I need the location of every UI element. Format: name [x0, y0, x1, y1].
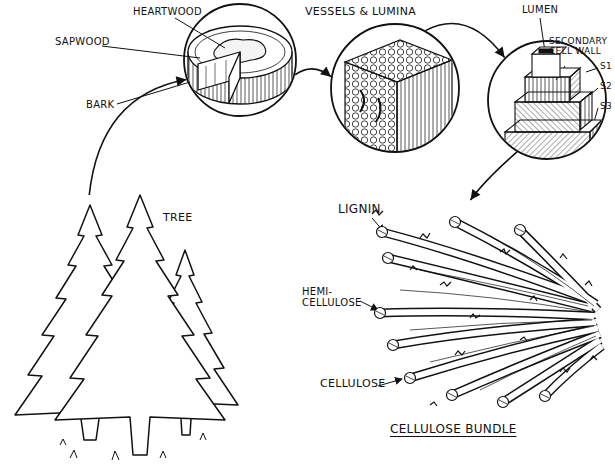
- cellulose-fibres-part: [380, 222, 602, 402]
- wood-disc-circle-border: [184, 4, 296, 116]
- cellulose-bundle: LIGNIN HEMI- CELLULOSE CELLULOSE CELLULOSE …: [300, 200, 610, 445]
- cell-wall-layers-part: [525, 77, 570, 102]
- part-label: HEARTWOOD: [133, 6, 202, 17]
- cellulose-fibres-part-part: [440, 282, 451, 286]
- cellulose-fibres-part-part: [410, 320, 592, 330]
- cellulose-fibres-part-part: [530, 296, 537, 301]
- cellulose-fibres-part-part: [420, 270, 588, 306]
- vessel-block-part: [345, 62, 397, 160]
- cellulose-fibres-part-part: [455, 351, 465, 355]
- cell-wall-layers: [505, 47, 602, 172]
- cellulose-fibres-part-part: [590, 356, 597, 360]
- cellulose-fibres-part-part: [388, 258, 592, 308]
- vessel-circle: VESSELS & LUMINA: [330, 23, 460, 153]
- cellulose-fibres-part-part: [380, 312, 594, 316]
- leader-lines: [102, 18, 598, 386]
- pine-trees-part: [55, 195, 225, 455]
- cellulose-fibres-part-part: [400, 290, 590, 312]
- tree-group: TREE: [15, 195, 240, 457]
- cellulose-fibres-part-part: [382, 232, 590, 300]
- cell-wall-layers-part: [590, 120, 602, 172]
- part-label: S2: [600, 82, 612, 92]
- flow-arrow: [89, 76, 186, 195]
- cellulose-fibres-part-part: [490, 236, 594, 306]
- cellulose-fibres-part: [375, 217, 551, 408]
- cell-wall-layers-part: [532, 54, 560, 77]
- part-label: HEMI- CELLULOSE: [302, 286, 372, 308]
- cellulose-fibres-part-part: [420, 233, 430, 238]
- arrow-line: [89, 79, 186, 195]
- cellulose-fibres-part-part: [585, 281, 592, 286]
- cellulose-fibres: [372, 210, 602, 408]
- cellulose-fibres-part: [372, 210, 597, 406]
- part-label: S3: [600, 102, 612, 112]
- leader-lines-part: [175, 18, 225, 48]
- cellulose-fibres-part-part: [430, 402, 437, 406]
- cellulose-fibres-part-part: [560, 368, 570, 372]
- cellulose-fibres-part-part: [410, 266, 417, 270]
- cell-wall-circle-border: [488, 41, 606, 159]
- pine-trees-part: [60, 433, 206, 460]
- wood-disc-part: [206, 60, 226, 88]
- arrow-head: [176, 76, 187, 86]
- part-label: TREE: [163, 212, 192, 224]
- leader-lines-part: [117, 82, 190, 104]
- arrow-head: [471, 189, 481, 200]
- part-label: BARK: [86, 99, 114, 110]
- part-label: VESSELS & LUMINA: [305, 6, 416, 18]
- vessel-circle-border: [331, 24, 459, 152]
- cellulose-fibres-part-part: [470, 314, 480, 318]
- wood-disc-circle: HEARTWOODSAPWOODBARK: [183, 3, 297, 117]
- cell-wall-layers-part: [580, 92, 592, 130]
- part-label: LUMEN: [522, 4, 558, 15]
- flow-arrow: [426, 24, 505, 58]
- cellulose-fibres-part: [400, 236, 596, 390]
- cellulose-fibres-part-part: [376, 220, 549, 404]
- cell-wall-layers-part: [570, 68, 580, 100]
- arrow-head: [320, 67, 331, 77]
- flow-arrow: [295, 67, 331, 77]
- arrow-head: [495, 47, 505, 58]
- leader-lines-part: [360, 301, 378, 310]
- wood-disc-part: [229, 52, 240, 103]
- cellulose-fibres-part-part: [500, 249, 510, 254]
- part-label: SAPWOOD: [55, 36, 110, 47]
- part-label: CELLULOSE: [320, 378, 385, 390]
- arrow-line: [295, 69, 331, 77]
- part-label: S1: [600, 62, 612, 72]
- pine-trees: [15, 195, 238, 460]
- arrow-line: [471, 152, 518, 200]
- flow-arrow: [471, 152, 518, 200]
- wood-disc-circle-outline: [183, 3, 297, 117]
- part-label: SECONDARY CELL WALL: [549, 37, 611, 57]
- part-label: CELLULOSE BUNDLE: [390, 423, 517, 436]
- cell-wall-layers-part: [515, 102, 580, 132]
- vessel-circle-outline: [330, 23, 460, 153]
- arrow-line: [426, 24, 505, 58]
- cellulose-fibres-part-part: [545, 346, 602, 396]
- cell-wall-circle-outline: [487, 40, 607, 160]
- cellulose-fibres-part-part: [480, 336, 596, 390]
- cellulose-fibres-part-part: [430, 326, 594, 362]
- wood-disc: [188, 26, 292, 104]
- cellulose-fibres-part: [376, 220, 549, 404]
- cellulose-fibres-part-part: [560, 254, 567, 259]
- part-label: LIGNIN: [338, 203, 381, 216]
- vessel-block-part: [360, 90, 381, 122]
- cellulose-fibres-part-part: [380, 312, 594, 316]
- cellulose-fibres-part-part: [520, 337, 527, 341]
- cell-wall-circle: LUMENSECONDARY CELL WALLS1S2S3: [487, 40, 607, 160]
- cellulose-fibres-part: [380, 222, 602, 402]
